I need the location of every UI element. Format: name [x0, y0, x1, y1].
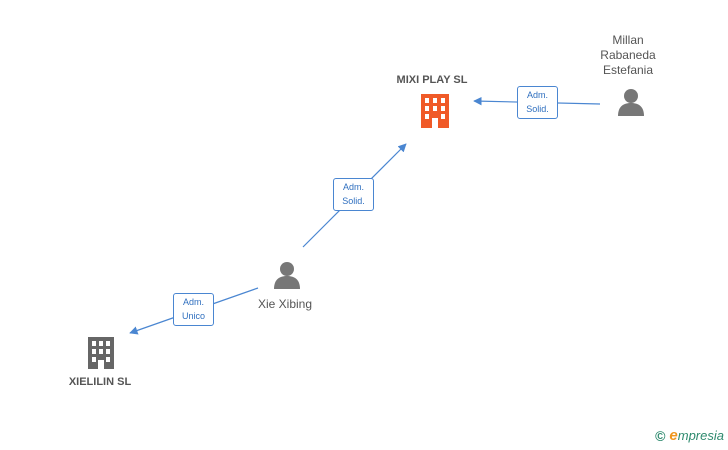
- copyright-icon: ©: [655, 427, 666, 444]
- edge-label-line: Adm.: [526, 90, 548, 100]
- node-label-line: Estefania: [602, 63, 654, 77]
- person-icon[interactable]: [274, 262, 300, 289]
- brand-footer: © empresia: [655, 427, 724, 444]
- brand-name: mpresia: [677, 428, 724, 443]
- node-label-mixi-play[interactable]: MIXI PLAY SL: [396, 74, 468, 86]
- person-icon[interactable]: [618, 89, 644, 116]
- node-label-xie-xibing[interactable]: Xie Xibing: [257, 297, 313, 311]
- edge-label-line: Solid.: [526, 104, 549, 114]
- edge-label-xie-mixi: Adm. Solid.: [333, 178, 374, 211]
- edge-label-line: Adm.: [342, 182, 364, 192]
- edge-label-xie-xielilin: Adm. Unico: [173, 293, 214, 326]
- edge-label-line: Solid.: [342, 196, 365, 206]
- building-icon[interactable]: [421, 94, 449, 128]
- edge-label-millan-mixi: Adm. Solid.: [517, 86, 558, 119]
- node-label-xielilin[interactable]: XIELILIN SL: [68, 376, 132, 388]
- edge-label-line: Unico: [181, 311, 205, 321]
- node-label-line: Millan: [612, 33, 644, 47]
- brand-logo[interactable]: empresia: [669, 427, 724, 444]
- building-icon[interactable]: [88, 337, 114, 369]
- edge-label-line: Adm.: [182, 297, 204, 307]
- node-label-line: Rabaneda: [600, 48, 656, 62]
- node-label-millan[interactable]: Millan Rabaneda Estefania: [582, 33, 674, 78]
- brand-initial: e: [669, 427, 678, 444]
